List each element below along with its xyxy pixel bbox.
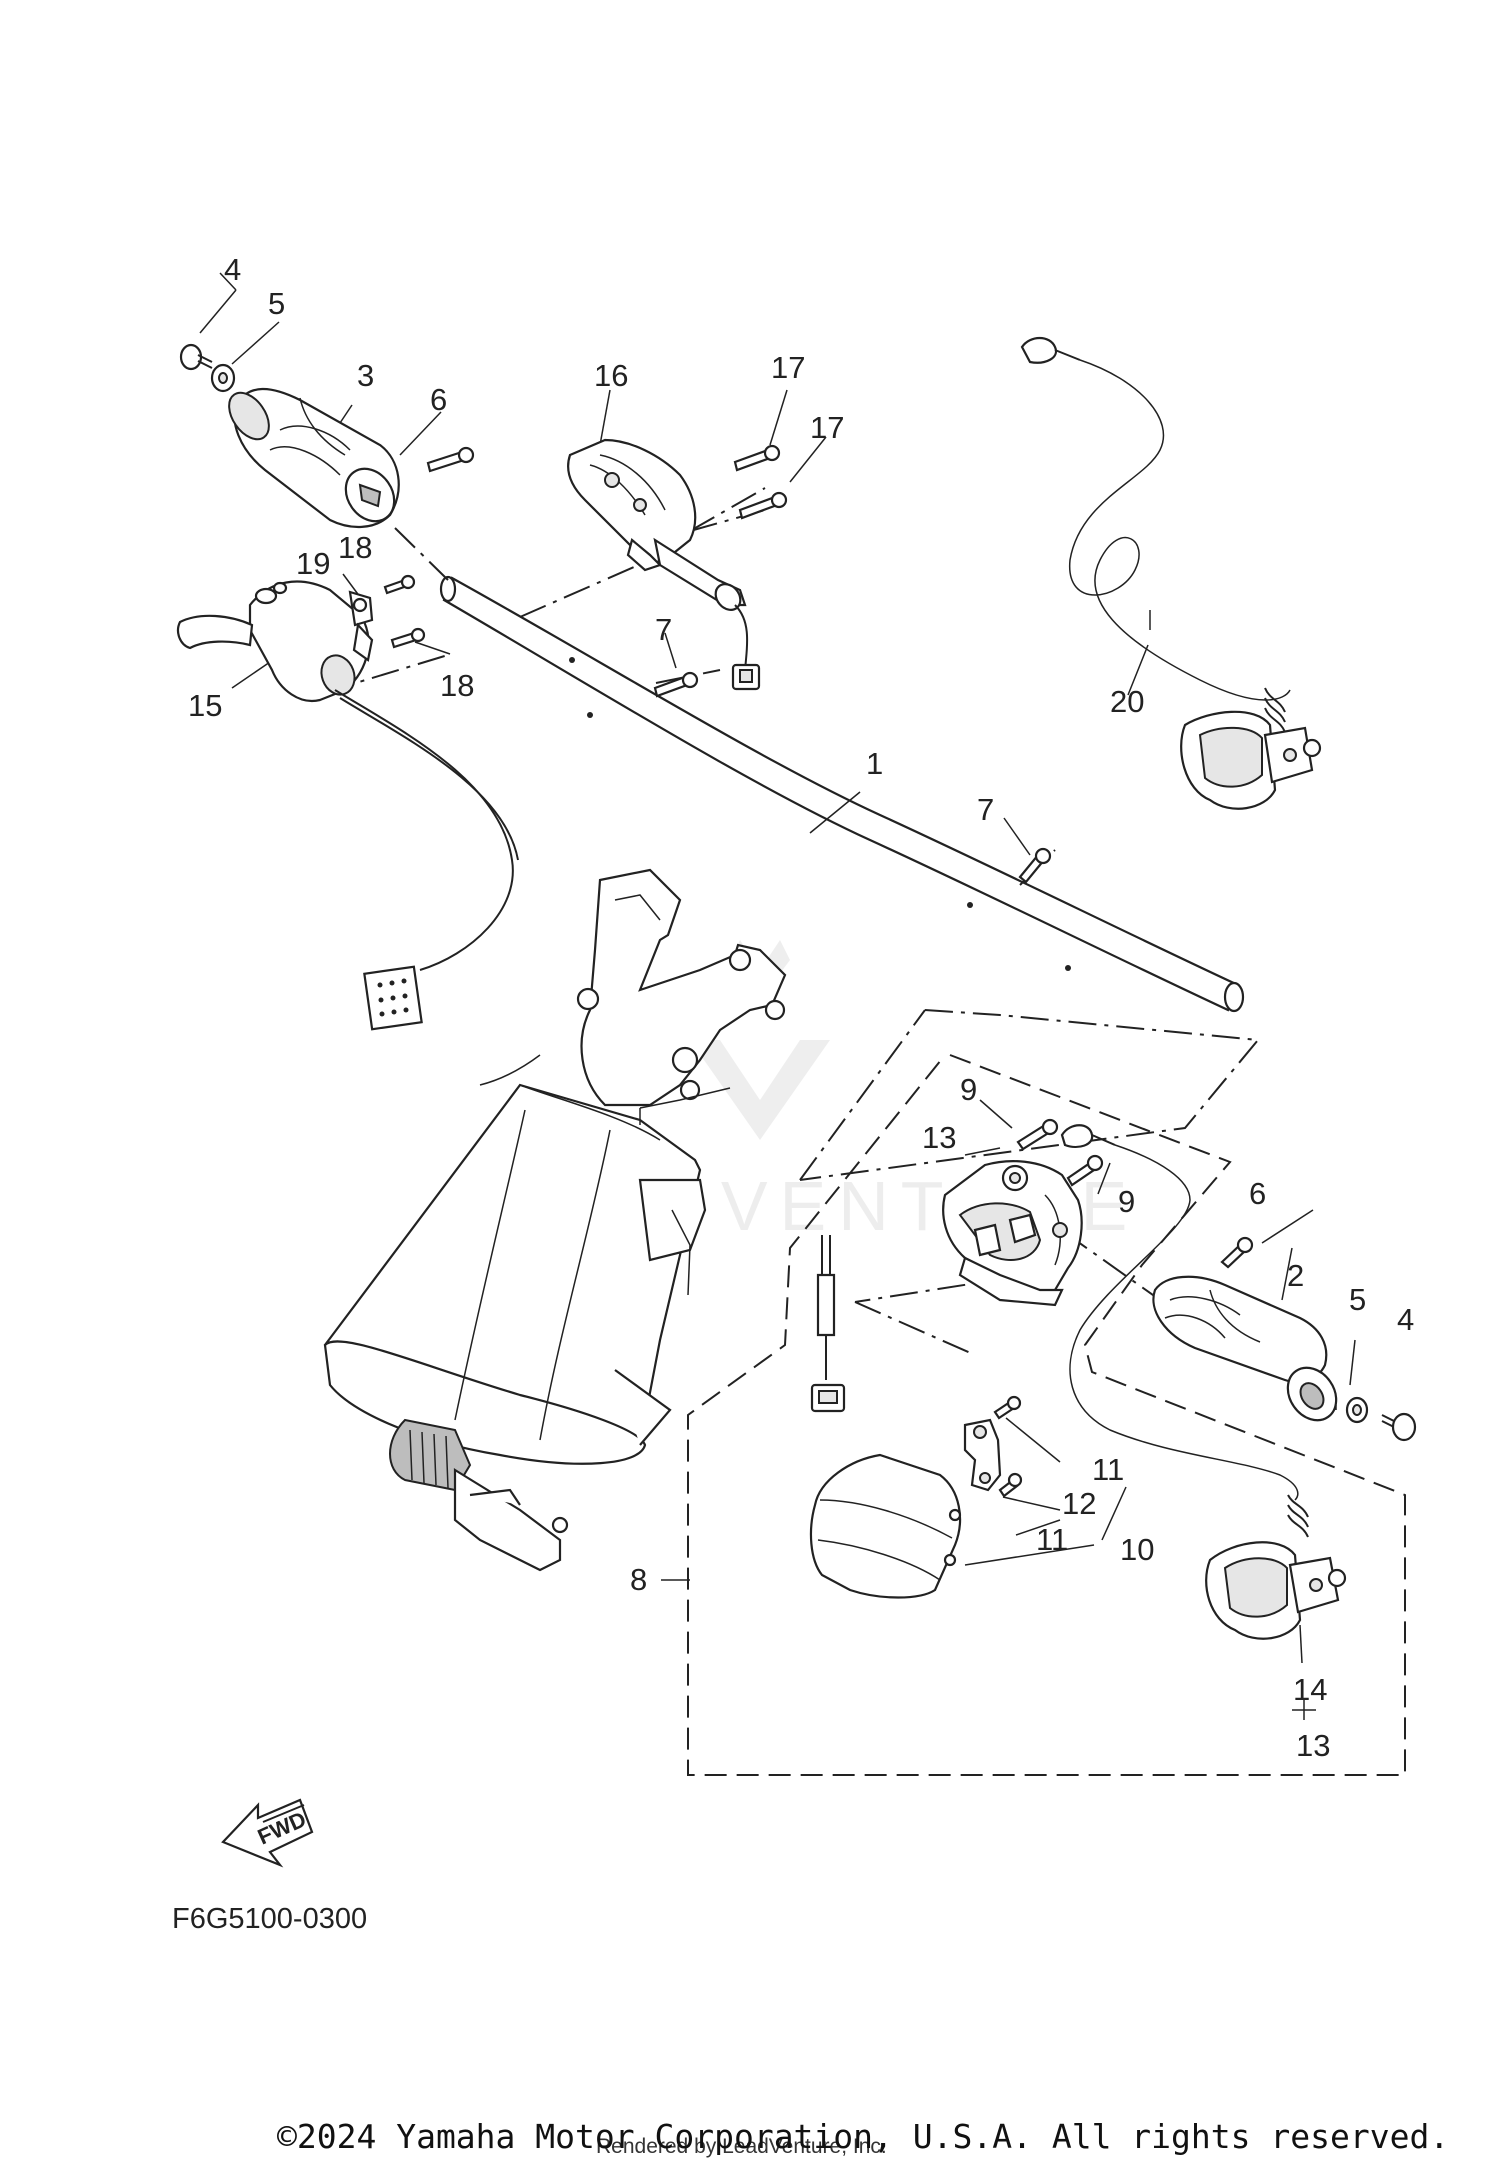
callout-17-upper: 17: [771, 350, 805, 385]
callout-9-lower: 9: [1118, 1184, 1135, 1219]
screw-part-18-upper: [383, 574, 416, 595]
bolt-part-6-left: [426, 446, 475, 473]
left-end-cap-part-4: [179, 343, 213, 371]
right-switch-part-13: [942, 1160, 1083, 1307]
callout-18-lower: 18: [440, 668, 474, 703]
bolt-part-6-right: [1220, 1236, 1254, 1269]
screw-part-9-lower: [1066, 1154, 1104, 1187]
connector-plug-left: [363, 965, 423, 1031]
callout-6-right: 6: [1249, 1176, 1266, 1211]
callout-4-right: 4: [1397, 1302, 1414, 1337]
callout-5-left: 5: [268, 286, 285, 321]
callout-2: 2: [1287, 1258, 1304, 1293]
assembly-8-boundary: [687, 1054, 1406, 1776]
lanyard-part-14: [1205, 1494, 1347, 1640]
screw-part-7-upper: [653, 671, 699, 698]
callout-13-upper: 13: [922, 1120, 956, 1155]
callout-17-lower: 17: [810, 410, 844, 445]
diagram-code: F6G5100-0300: [172, 1903, 367, 1935]
callout-10: 10: [1120, 1532, 1154, 1567]
screw-part-11-upper: [993, 1395, 1022, 1420]
screw-part-18-lower: [390, 627, 426, 649]
callout-12: 12: [1062, 1486, 1096, 1521]
throttle-housing-part-15: [176, 580, 374, 703]
callout-13-lower: 13: [1296, 1728, 1330, 1763]
callout-8: 8: [630, 1562, 647, 1597]
throttle-cable: [334, 689, 519, 971]
screw-part-11-lower: [998, 1472, 1023, 1498]
fwd-arrow-icon: FWD: [221, 1798, 314, 1868]
callout-5-right: 5: [1349, 1282, 1366, 1317]
screw-part-7-lower: [1018, 847, 1052, 884]
callout-11-lower: 11: [1036, 1522, 1068, 1557]
callout-9-upper: 9: [960, 1072, 977, 1107]
callout-3: 3: [357, 358, 374, 393]
bracket-part-12: [963, 1418, 1002, 1492]
callout-20: 20: [1110, 684, 1144, 719]
lanyard-part-20: [1020, 336, 1322, 810]
right-grip-part-2: [1152, 1275, 1338, 1422]
left-grip-part-3: [228, 387, 400, 529]
copyright: ©2024 Yamaha Motor Corporation, U.S.A. A…: [277, 2117, 1449, 2156]
callout-1: 1: [866, 746, 883, 781]
callout-4-left: 4: [224, 252, 241, 287]
cover-part-10: [809, 1453, 962, 1599]
left-washer-part-5: [210, 363, 236, 393]
callout-7-lower: 7: [977, 792, 994, 827]
steering-column: [323, 868, 787, 1572]
callout-16: 16: [594, 358, 628, 393]
right-end-cap-part-4: [1381, 1412, 1417, 1442]
callout-6-left: 6: [430, 382, 447, 417]
rendered-by: Rendered by LeadVenture, Inc.: [596, 2135, 887, 2158]
callout-18-upper: 18: [338, 530, 372, 565]
switch-housing-part-16: [567, 438, 761, 691]
screw-part-17-upper: [733, 444, 781, 472]
handlebar-part-1: [439, 575, 1245, 1013]
screw-part-9-upper: [1016, 1118, 1059, 1151]
switch-wire: [810, 1235, 846, 1413]
lanyard-clip: [1060, 1124, 1299, 1501]
right-washer-part-5: [1345, 1396, 1369, 1424]
callout-14: 14: [1293, 1672, 1327, 1707]
callout-7-upper: 7: [655, 612, 672, 647]
callout-numbers: 1 2 3 4 4 5 5 6 6 7 7 8 9 9 10 11 11 12 …: [188, 252, 1414, 1763]
callout-11-upper: 11: [1092, 1452, 1124, 1487]
screw-part-17-lower: [738, 491, 788, 520]
callout-15: 15: [188, 688, 222, 723]
leader-lines: [199, 272, 1356, 1720]
callout-19: 19: [296, 546, 330, 581]
